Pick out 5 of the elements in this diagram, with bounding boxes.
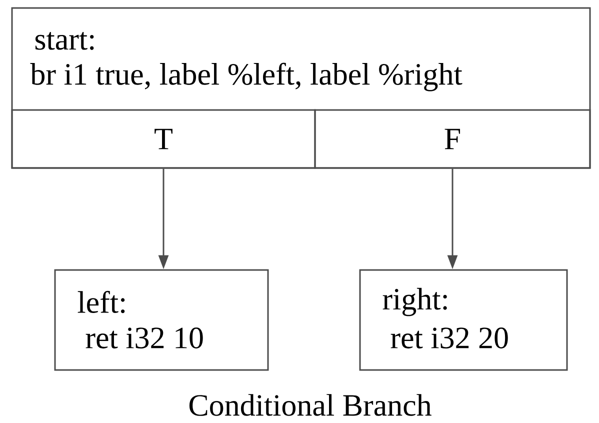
block-box: right: ret i32 20 bbox=[359, 269, 568, 371]
caption: Conditional Branch bbox=[189, 394, 432, 416]
port-cell: T bbox=[11, 109, 316, 169]
port-cell: F bbox=[314, 109, 591, 169]
block-box: left: ret i32 10 bbox=[54, 269, 269, 371]
